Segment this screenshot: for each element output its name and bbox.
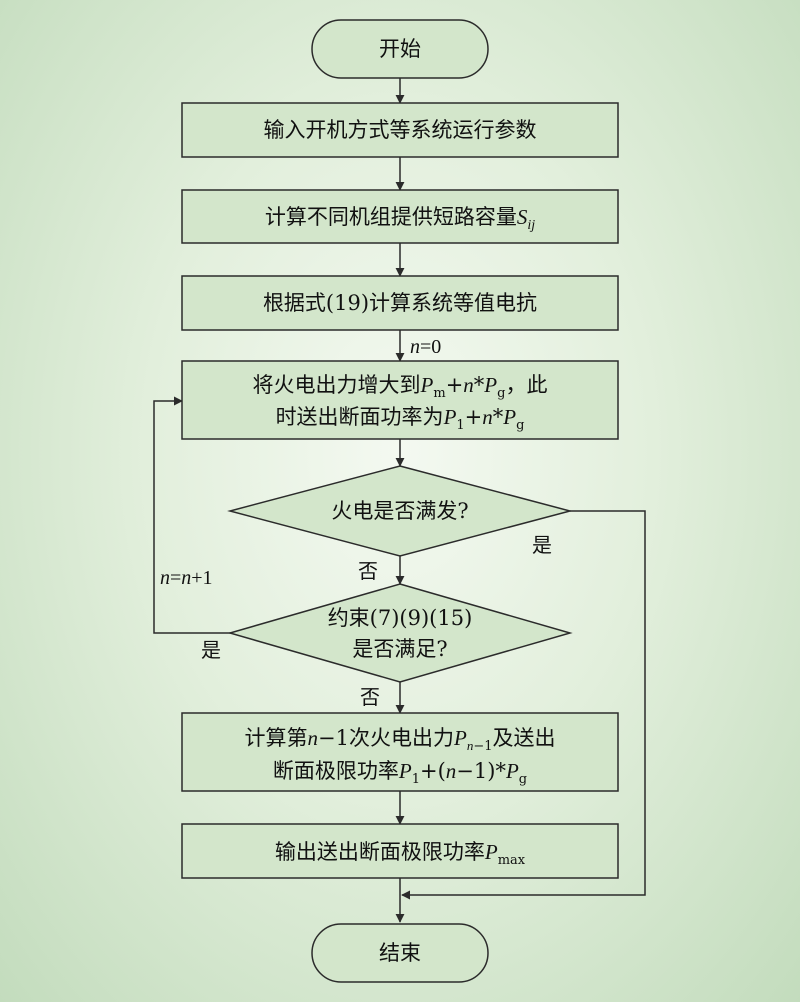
process-input-params <box>181 102 619 158</box>
process-increase-thermal-output-line1: 将火电出力增大到Pm+n*Pg，此 <box>253 373 548 401</box>
decision1-yes-label: 是 <box>532 533 552 557</box>
process-output-limit-power-label: 输出送出断面极限功率Pmax <box>275 840 526 868</box>
process-output-limit-power <box>181 823 619 879</box>
process-compute-limit-power-line2: 断面极限功率P1+(n−1)*Pg <box>273 759 527 787</box>
process-short-circuit-capacity <box>181 189 619 244</box>
end-label: 结束 <box>379 941 421 965</box>
process-equivalent-reactance-label: 根据式(19)计算系统等值电抗 <box>263 291 537 315</box>
connectors <box>153 78 646 923</box>
process-compute-limit-power <box>181 712 619 792</box>
start-terminator <box>311 19 489 79</box>
process-input-params-label: 输入开机方式等系统运行参数 <box>264 118 537 142</box>
decision1-no-label: 否 <box>358 559 378 583</box>
init-label: n=0 <box>410 336 441 358</box>
process-short-circuit-capacity-label: 计算不同机组提供短路容量Sij <box>265 205 535 233</box>
process-compute-limit-power-line1: 计算第n−1次火电出力Pn−1及送出 <box>245 726 556 754</box>
decision2-yes-label: 是 <box>201 638 221 662</box>
decision-thermal-full-output <box>227 465 573 557</box>
process-increase-thermal-output <box>181 360 619 440</box>
end-terminator <box>311 923 489 983</box>
arrow-loop-back <box>153 396 232 634</box>
process-increase-thermal-output-line2: 时送出断面功率为P1+n*Pg <box>276 405 525 433</box>
arrow-yes-branch <box>401 510 646 900</box>
loop-increment-label: n=n+1 <box>160 567 213 589</box>
process-equivalent-reactance <box>181 275 619 331</box>
decision-constraints-line2: 是否满足? <box>352 637 447 661</box>
decision-constraints-satisfied <box>227 583 573 683</box>
decision2-no-label: 否 <box>360 685 380 709</box>
start-label: 开始 <box>379 37 421 61</box>
decision-thermal-full-output-label: 火电是否满发? <box>331 499 468 523</box>
decision-constraints-line1: 约束(7)(9)(15) <box>328 606 473 630</box>
